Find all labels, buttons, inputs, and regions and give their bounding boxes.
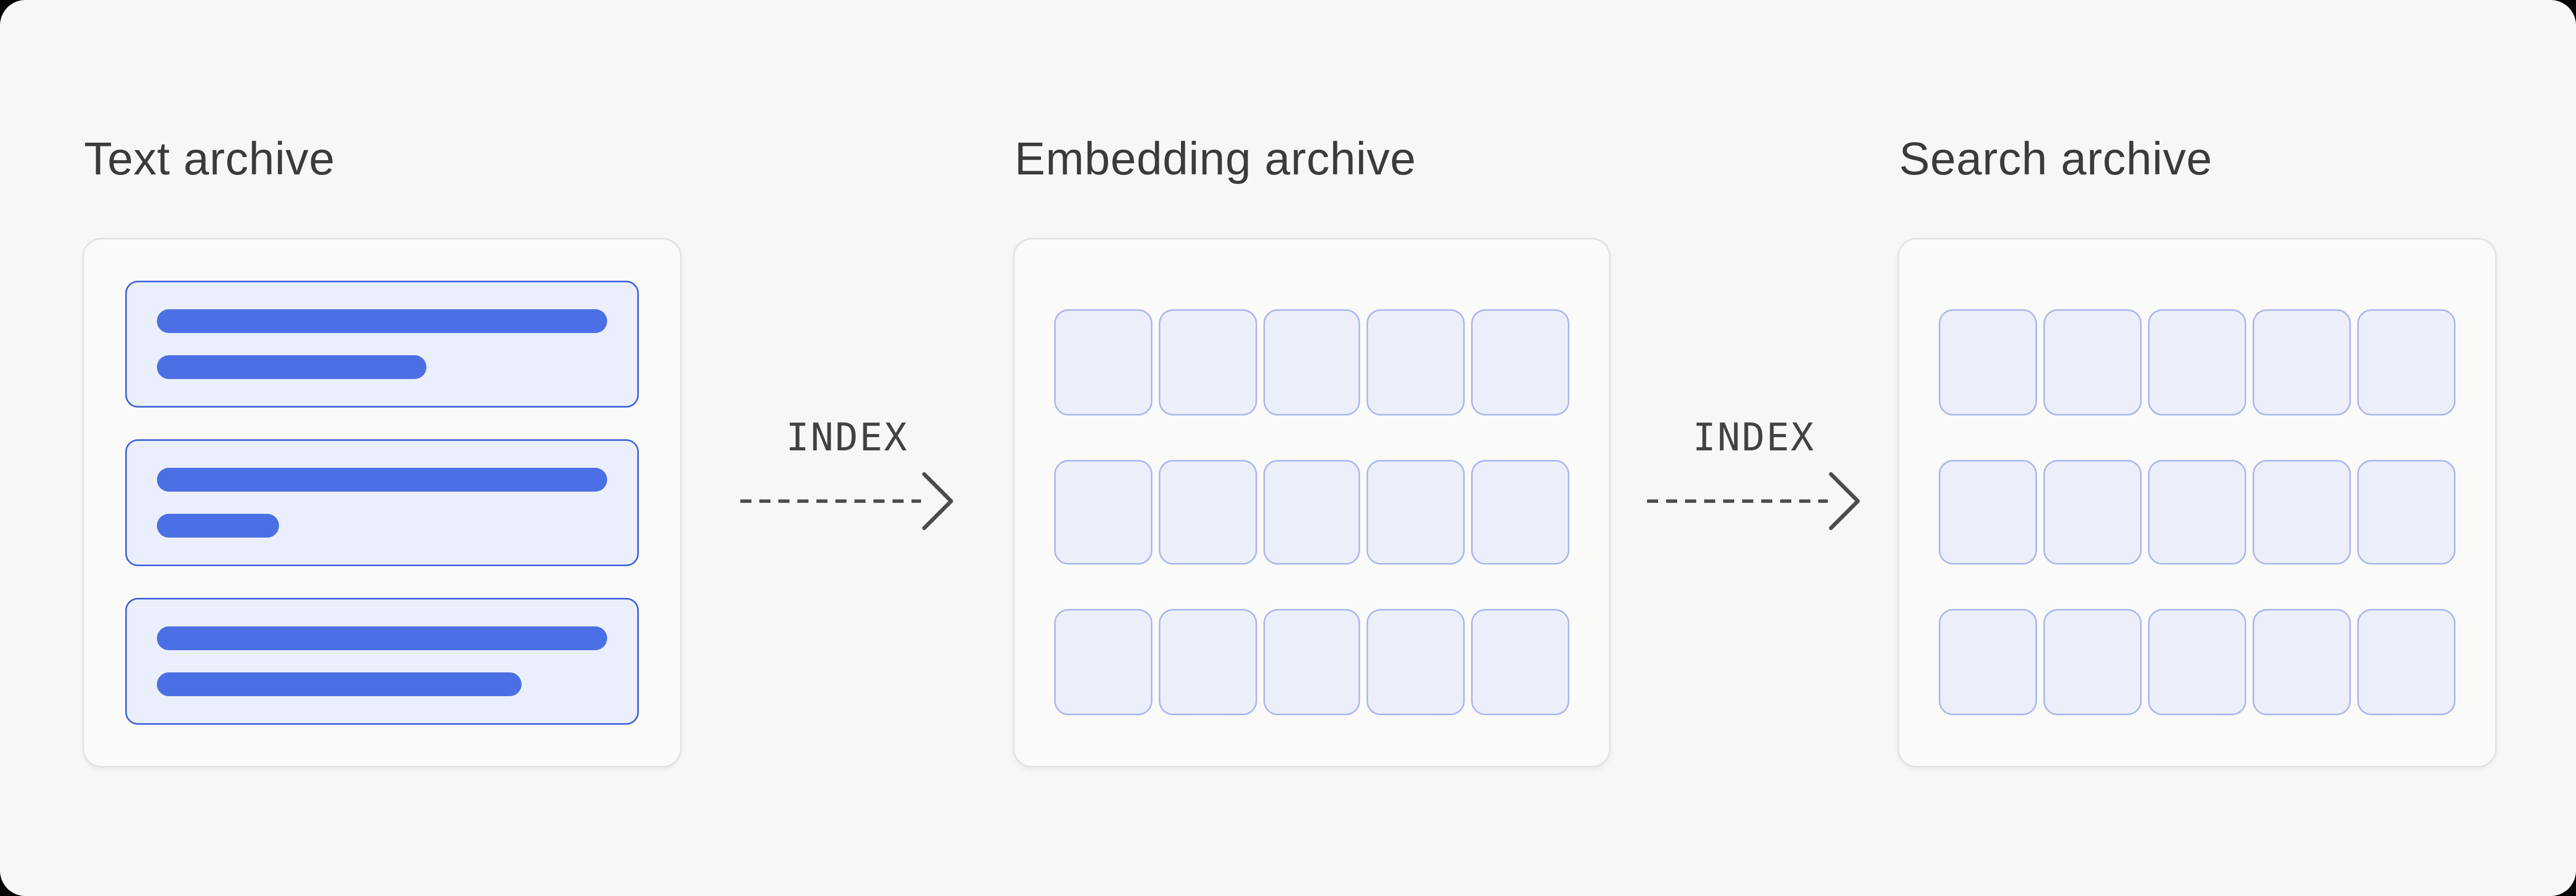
text-archive-card (82, 238, 682, 768)
search-archive-card (1898, 238, 2497, 768)
vector-cell (1939, 609, 2037, 715)
vector-cell (2043, 309, 2142, 415)
index-arrow-label-2: INDEX (1692, 415, 1816, 460)
vector-cell (1158, 459, 1257, 565)
document-block (125, 439, 639, 566)
vector-cell (1471, 609, 1569, 715)
vector-cell (2148, 309, 2246, 415)
text-line-bar (157, 309, 607, 333)
dashed-arrow-right-icon (739, 472, 953, 530)
embedding-grid (1054, 309, 1569, 715)
vector-cell (2148, 459, 2246, 565)
vector-cell (2357, 309, 2456, 415)
vector-cell (1158, 609, 1257, 715)
vector-cell (1158, 309, 1257, 415)
search-grid (1939, 309, 2456, 715)
index-arrow-group-2: INDEX (1611, 415, 1898, 536)
vector-cell (2043, 459, 2142, 565)
vector-cell (1054, 609, 1152, 715)
index-arrow-group-1: INDEX (682, 415, 1013, 536)
document-list (125, 281, 639, 725)
dashed-arrow-right-icon (1646, 472, 1859, 530)
vector-cell (1939, 459, 2037, 565)
text-archive-title: Text archive (84, 135, 335, 186)
text-line-bar (157, 468, 607, 492)
vector-cell (2357, 609, 2456, 715)
vector-cell (2043, 609, 2142, 715)
text-line-bar (157, 626, 607, 650)
panel-search-archive: Search archive (1898, 0, 2497, 896)
vector-cell (1367, 309, 1465, 415)
vector-cell (2253, 609, 2351, 715)
vector-cell (1367, 609, 1465, 715)
vector-cell (2148, 609, 2246, 715)
vector-cell (2253, 459, 2351, 565)
index-arrow-label-1: INDEX (786, 415, 909, 460)
vector-cell (1262, 609, 1361, 715)
panel-embedding-archive: Embedding archive (1013, 0, 1611, 896)
vector-cell (2357, 459, 2456, 565)
text-line-bar (157, 514, 279, 538)
document-block (125, 281, 639, 408)
vector-cell (1471, 309, 1569, 415)
vector-cell (1471, 459, 1569, 565)
embedding-archive-card (1013, 238, 1611, 768)
vector-cell (1262, 309, 1361, 415)
search-archive-title: Search archive (1899, 135, 2212, 186)
vector-cell (1939, 309, 2037, 415)
text-line-bar (157, 355, 427, 379)
vector-cell (1367, 459, 1465, 565)
vector-cell (1262, 459, 1361, 565)
vector-cell (2253, 309, 2351, 415)
document-block (125, 598, 639, 725)
panel-text-archive: Text archive (82, 0, 682, 896)
text-line-bar (157, 672, 522, 696)
vector-cell (1054, 309, 1152, 415)
vector-cell (1054, 459, 1152, 565)
embedding-archive-title: Embedding archive (1015, 135, 1417, 186)
